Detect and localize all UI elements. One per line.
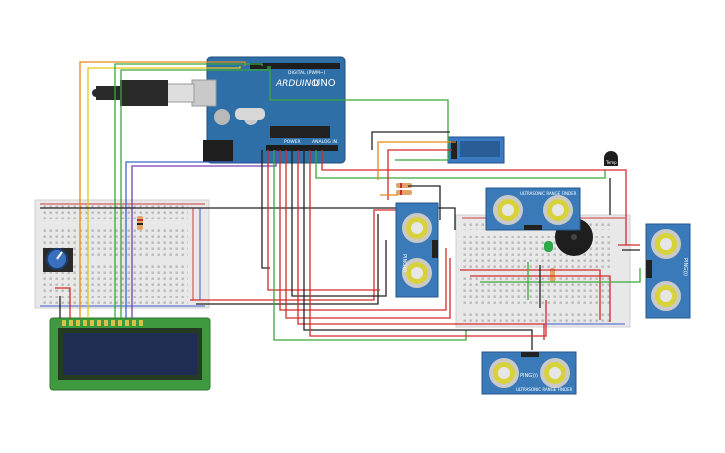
arduino-model: UNO	[313, 78, 336, 89]
wires	[40, 61, 641, 350]
sensor-right-label: PING)))	[682, 258, 688, 276]
ultrasonic-sensor-right: PING)))	[645, 223, 691, 319]
temperature-sensor: Temp	[604, 151, 618, 166]
sensor-top-sub: ULTRASONIC RANGE FINDER	[520, 191, 577, 196]
arduino-uno: ARDUINO UNO DIGITAL (PWM~) POWER ANALOG …	[206, 56, 346, 164]
arduino-analog-label: ANALOG IN	[312, 139, 337, 145]
potentiometer	[43, 248, 73, 272]
usb-cable	[92, 79, 217, 107]
temp-sensor-label: Temp	[605, 160, 617, 165]
led-green	[544, 241, 553, 252]
resistors-mid	[396, 183, 412, 195]
resistor-left	[137, 216, 143, 230]
ultrasonic-sensor-top: ULTRASONIC RANGE FINDER	[485, 187, 581, 231]
sensor-bottom-sub: ULTRASONIC RANGE FINDER	[516, 387, 573, 392]
breadboard-right	[455, 214, 631, 328]
power-jack	[203, 140, 233, 162]
sensor-left-label: PING)))	[401, 254, 407, 272]
arduino-power-label: POWER	[284, 139, 301, 145]
wifi-module	[447, 136, 505, 164]
arduino-brand: ARDUINO	[275, 79, 318, 89]
resistor-right	[550, 268, 555, 282]
sensor-bottom-label: PING)))	[520, 373, 538, 379]
lcd-display	[49, 317, 211, 391]
arduino-digital-label: DIGITAL (PWM~)	[288, 70, 326, 76]
ultrasonic-sensor-left: PING)))	[395, 202, 439, 298]
ultrasonic-sensor-bottom: ULTRASONIC RANGE FINDER PING)))	[481, 351, 577, 395]
